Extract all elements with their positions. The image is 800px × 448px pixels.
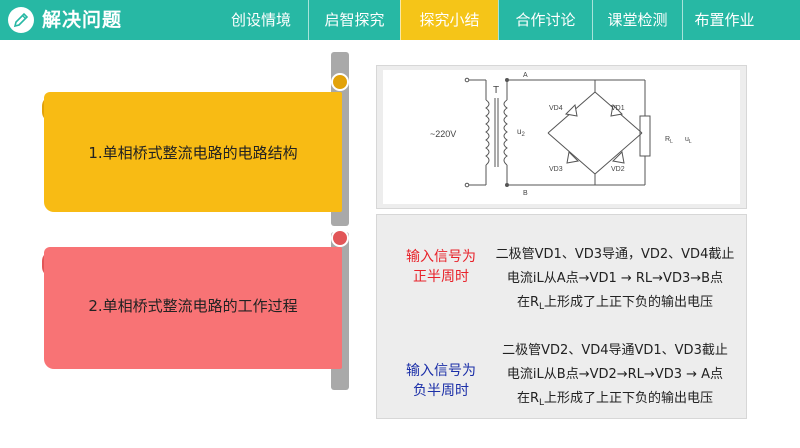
tab-summary[interactable]: 探究小结 — [400, 0, 498, 40]
pencil-icon — [13, 12, 29, 28]
tab-discussion[interactable]: 合作讨论 — [498, 0, 592, 40]
banner-process[interactable]: 2.单相桥式整流电路的工作过程 — [42, 247, 342, 375]
negative-line1: 二极管VD2、VD4导通VD1、VD3截止 — [502, 343, 728, 358]
svg-text:u2: u2 — [517, 127, 525, 138]
vd1-label: VD1 — [611, 105, 625, 112]
header-bar: 解决问题 创设情境 启智探究 探究小结 合作讨论 课堂检测 布置作业 — [0, 0, 800, 40]
banner-body — [44, 247, 342, 369]
load-label: R — [665, 136, 670, 143]
negative-line3: 在RL上形成了上正下负的输出电压 — [516, 391, 714, 408]
banner-label: 1.单相桥式整流电路的电路结构 — [88, 144, 298, 162]
svg-text:RL: RL — [665, 136, 673, 145]
negative-description: 二极管VD2、VD4导通VD1、VD3截止 电流iL从B点→VD2→RL→VD3… — [487, 339, 743, 415]
svg-text:uL: uL — [685, 136, 692, 145]
positive-condition: 输入信号为 正半周时 — [406, 249, 476, 285]
tab-bar: 创设情境 启智探究 探究小结 合作讨论 课堂检测 布置作业 — [214, 0, 766, 40]
logo — [8, 7, 34, 33]
banner-structure[interactable]: 1.单相桥式整流电路的电路结构 — [42, 92, 342, 218]
process-panel: 输入信号为 正半周时 二极管VD1、VD3导通，VD2、VD4截止 电流iL从A… — [376, 214, 747, 419]
tab-homework[interactable]: 布置作业 — [682, 0, 766, 40]
banner-body — [44, 92, 342, 212]
circuit-diagram: ~220V T u2 A B VD4 VD1 VD3 VD2 RL uL — [383, 70, 740, 204]
vd2-label: VD2 — [611, 166, 625, 173]
banner-label: 2.单相桥式整流电路的工作过程 — [88, 297, 298, 315]
vd4-label: VD4 — [549, 105, 563, 112]
scroll-knob-top — [331, 73, 349, 91]
page-title: 解决问题 — [42, 9, 123, 31]
circuit-panel: ~220V T u2 A B VD4 VD1 VD3 VD2 RL uL — [376, 65, 747, 209]
scroll-knob-bottom — [331, 229, 349, 247]
secondary-label: u — [517, 127, 521, 136]
vd3-label: VD3 — [549, 166, 563, 173]
positive-description: 二极管VD1、VD3导通，VD2、VD4截止 电流iL从A点→VD1 → RL→… — [487, 243, 743, 319]
tab-inquiry[interactable]: 启智探究 — [308, 0, 400, 40]
negative-line2: 电流iL从B点→VD2→RL→VD3 → A点 — [506, 367, 724, 382]
positive-line3: 在RL上形成了上正下负的输出电压 — [516, 295, 714, 312]
tab-create-scene[interactable]: 创设情境 — [230, 11, 291, 29]
source-label: ~220V — [430, 129, 456, 139]
negative-condition: 输入信号为 负半周时 — [406, 363, 476, 399]
positive-line1: 二极管VD1、VD3导通，VD2、VD4截止 — [495, 247, 735, 262]
node-b-label: B — [523, 190, 528, 197]
node-a-label: A — [523, 72, 528, 79]
positive-line2: 电流iL从A点→VD1 → RL→VD3→B点 — [506, 271, 724, 286]
tab-test[interactable]: 课堂检测 — [592, 0, 682, 40]
output-label: u — [685, 136, 689, 143]
transformer-label: T — [493, 85, 499, 96]
bridge-rectifier-diagram: ~220V T u2 A B VD4 VD1 VD3 VD2 RL uL — [430, 72, 692, 197]
